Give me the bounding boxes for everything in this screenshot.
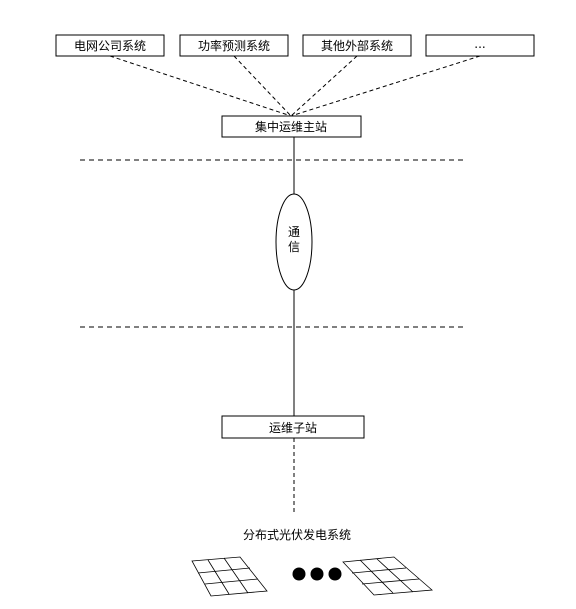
communication-label-line-1: 通 [288, 225, 300, 239]
pv-panel-right-icon [342, 556, 433, 596]
external-connectors [109, 55, 481, 117]
ellipsis-dots-icon [292, 567, 342, 581]
external-system-box-other: 其他外部系统 [302, 34, 412, 57]
external-system-label: 功率预测系统 [198, 38, 270, 53]
external-system-label: ... [474, 37, 485, 51]
communication-node: 通 信 [275, 193, 313, 291]
connector-line [109, 55, 292, 117]
connector-line [290, 55, 358, 117]
substation-label: 运维子站 [269, 421, 317, 435]
master-station-label: 集中运维主站 [255, 119, 327, 134]
communication-label-line-2: 信 [288, 240, 300, 254]
external-system-box-more: ... [425, 34, 535, 57]
master-station-box: 集中运维主站 [221, 115, 362, 138]
pv-panel-left-icon [191, 556, 268, 597]
external-system-box-grid-company: 电网公司系统 [55, 34, 165, 57]
connector-line [290, 55, 481, 117]
substation-box: 运维子站 [221, 415, 365, 439]
external-system-label: 电网公司系统 [74, 39, 146, 53]
external-system-label: 其他外部系统 [321, 38, 393, 53]
connector-line [233, 55, 292, 117]
pv-system-label: 分布式光伏发电系统 [243, 527, 351, 542]
external-system-box-power-forecast: 功率预测系统 [179, 34, 289, 57]
